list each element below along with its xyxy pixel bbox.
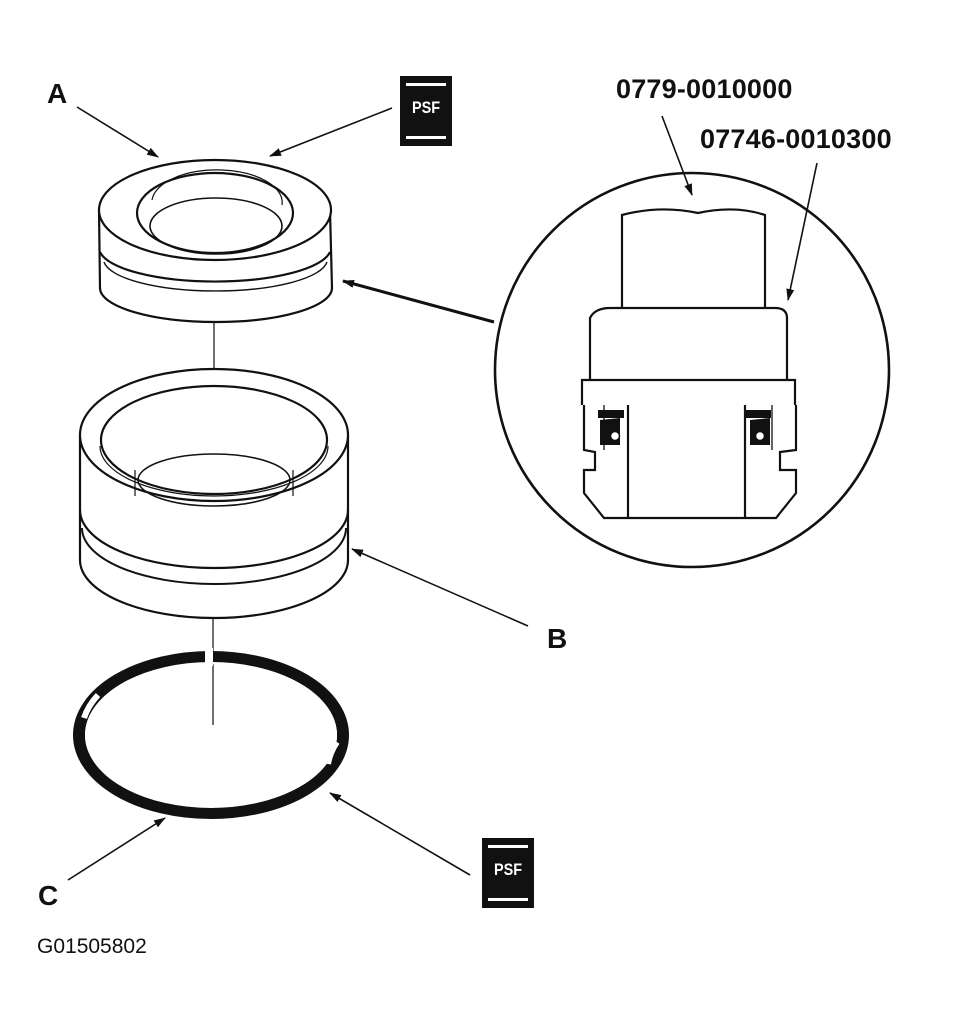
arrow-psf-bottom (329, 792, 471, 876)
figure-id: G01505802 (37, 935, 147, 958)
arrow-c (67, 817, 166, 881)
seal-detail-left (598, 410, 624, 445)
arrow-part-number-1 (661, 115, 693, 196)
tool-cross-section (580, 208, 798, 520)
arrow-b (351, 548, 529, 627)
arrow-part-number-2 (786, 162, 818, 301)
label-c: C (38, 880, 59, 911)
seal-detail-right (745, 410, 771, 445)
arrow-detail-to-ring (342, 279, 495, 324)
o-ring-c (73, 648, 349, 819)
piston-b (78, 367, 350, 620)
psf-badge-top: PSF (400, 76, 452, 146)
detail-view-circle (493, 171, 891, 569)
psf-badge-bottom: PSF (482, 838, 534, 908)
part-number-1: 0779-0010000 (616, 74, 793, 104)
arrow-psf-top (269, 107, 393, 157)
leader-arrows (67, 106, 818, 881)
arrow-a (76, 106, 159, 158)
label-b: B (547, 623, 568, 654)
psf-badge-bottom-text: PSF (493, 860, 523, 879)
label-a: A (47, 78, 68, 109)
part-number-2: 07746-0010300 (700, 124, 892, 154)
seal-ring-a (97, 158, 334, 324)
psf-badge-top-text: PSF (411, 98, 441, 117)
